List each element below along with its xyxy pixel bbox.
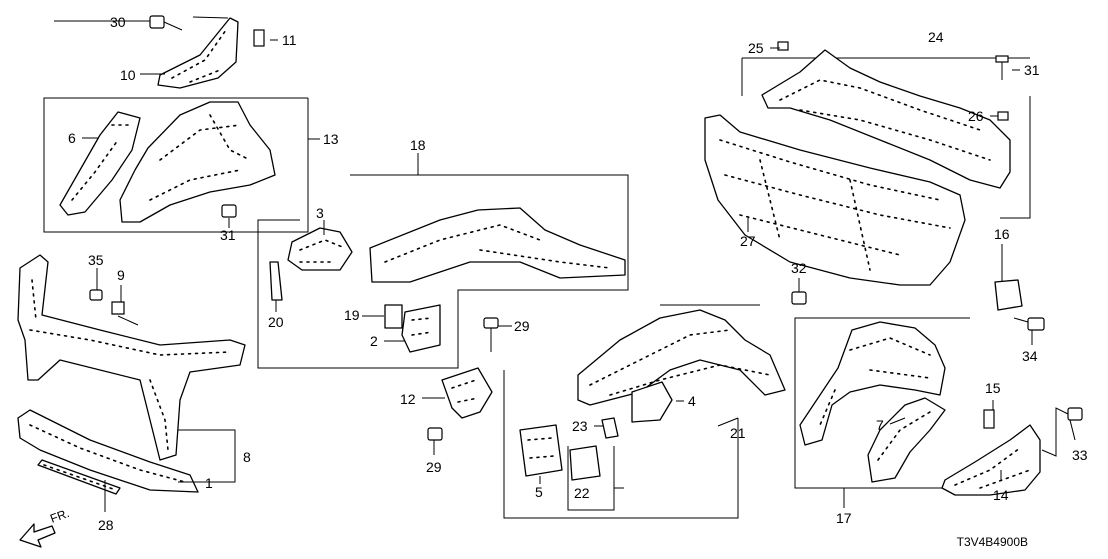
bolt-30 — [995, 55, 1009, 80]
callout-24: 24 — [928, 29, 944, 45]
callout-32: 30 — [110, 14, 126, 30]
clip-11 — [253, 29, 265, 47]
group-box-24 — [741, 57, 1031, 219]
part-1-lower-crossmember — [17, 409, 199, 493]
callout-31: 31 — [220, 227, 236, 243]
part-24-cowl-top — [761, 49, 1011, 189]
callout-19: 19 — [344, 307, 360, 323]
part-19-plate — [384, 304, 403, 329]
part-12-bracket — [441, 367, 493, 419]
part-22-plate — [569, 445, 601, 481]
clip-26 — [997, 111, 1009, 121]
callout-11: 11 — [282, 32, 297, 48]
bolt-31-right — [791, 291, 807, 305]
part-3-bracket — [287, 227, 353, 271]
group-box-17 — [794, 317, 970, 489]
callout-32: 33 — [1072, 447, 1088, 463]
clip-25 — [777, 41, 789, 51]
part-4-bracket — [631, 381, 673, 423]
callout-34: 35 — [88, 252, 104, 268]
bolt-32-right — [1067, 407, 1083, 421]
callout-1: 1 — [205, 475, 213, 491]
callout-4: 4 — [688, 393, 696, 409]
callout-6: 6 — [68, 130, 76, 146]
callout-30: 31 — [1024, 62, 1040, 78]
clip-9 — [111, 301, 125, 315]
part-20-plate — [269, 261, 283, 301]
part-7-member — [867, 397, 946, 483]
part-10-bracket — [157, 17, 239, 89]
callout-23: 23 — [572, 418, 588, 434]
callout-3: 3 — [316, 205, 324, 221]
bolt-29-upper — [483, 317, 499, 352]
part-16-mount — [994, 279, 1023, 311]
callout-31: 32 — [791, 260, 807, 276]
bolt-34 — [89, 289, 103, 301]
callout-22: 22 — [574, 485, 590, 501]
bolt-31-left — [221, 204, 237, 218]
bolt-33 — [1013, 317, 1045, 331]
part-27-dashboard — [704, 114, 966, 286]
part-6-reinforcement — [59, 111, 141, 216]
group-box-21 — [503, 304, 760, 519]
callout-20: 20 — [268, 314, 284, 330]
callout-5: 5 — [535, 484, 543, 500]
part-23-clip — [601, 417, 619, 439]
callout-8: 8 — [243, 449, 251, 465]
part-8-radiator-support — [17, 254, 246, 461]
callout-21: 21 — [730, 425, 746, 441]
clip-15 — [983, 409, 995, 429]
part-14-extension — [941, 424, 1041, 496]
callout-17: 17 — [836, 510, 852, 526]
part-2-plate — [401, 304, 441, 353]
part-28-strip — [37, 459, 121, 495]
callout-26: 26 — [968, 108, 984, 124]
part-17-upper-member — [799, 321, 946, 446]
callout-10: 10 — [120, 67, 136, 83]
callout-33: 34 — [1022, 348, 1038, 364]
direction-label: FR. — [48, 506, 71, 526]
callout-2: 2 — [370, 333, 378, 349]
group-box-18 — [257, 174, 629, 369]
part-18-side-frame — [369, 207, 626, 283]
bolt-29-lower — [427, 427, 443, 441]
diagram-code: T3V4B4900B — [957, 535, 1028, 549]
callout-15: 15 — [985, 380, 1001, 396]
callout-29: 29 — [426, 459, 442, 475]
callouts: 30 11 10 6 13 31 18 3 20 19 2 35 9 8 1 2… — [48, 14, 1088, 549]
callout-29: 29 — [514, 318, 530, 334]
callout-25: 25 — [748, 40, 764, 56]
callout-14: 14 — [993, 487, 1009, 503]
callout-12: 12 — [400, 391, 416, 407]
bolt-32-top — [149, 15, 183, 31]
callout-13: 13 — [323, 131, 339, 147]
front-direction-arrow-icon — [19, 523, 56, 548]
leader-lines — [54, 16, 1076, 512]
part-5-plate — [519, 424, 563, 477]
callout-16: 16 — [994, 226, 1010, 242]
callout-27: 27 — [740, 233, 756, 249]
part-21-side-frame — [577, 309, 786, 406]
callout-18: 18 — [410, 137, 426, 153]
callout-28: 28 — [98, 517, 114, 533]
part-13-housing — [119, 101, 276, 223]
callout-7: 7 — [876, 417, 884, 433]
callout-9: 9 — [117, 267, 125, 283]
group-box-13 — [43, 97, 309, 233]
